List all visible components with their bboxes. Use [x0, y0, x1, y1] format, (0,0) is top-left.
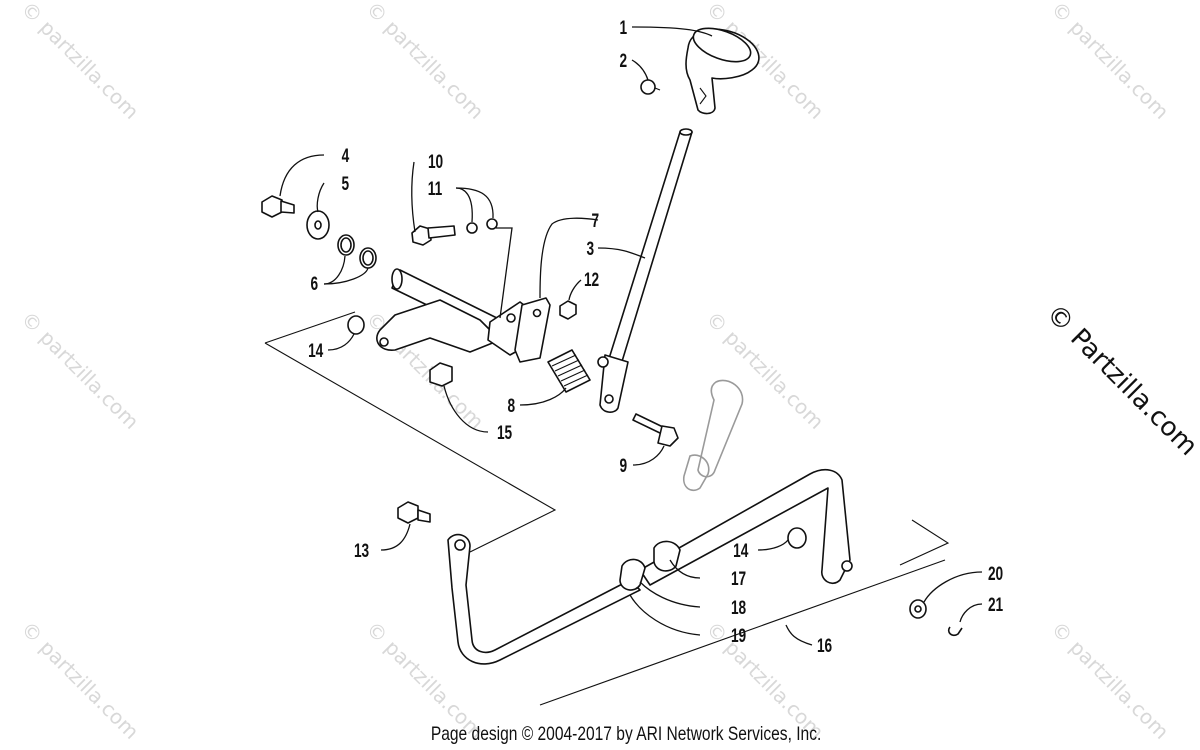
footer-copyright: Page design © 2004-2017 by ARI Network S…	[431, 723, 821, 745]
leader-lines	[279, 26, 983, 646]
callout-5: 5	[341, 173, 349, 195]
watermark-side: © Partzilla.com	[1040, 299, 1200, 462]
shift-lever-part	[597, 128, 693, 413]
callout-19: 19	[731, 625, 746, 647]
watermark: © partzilla.com	[701, 307, 828, 434]
watermark: © partzilla.com	[1046, 617, 1173, 744]
spring-part	[547, 349, 591, 393]
nut-part	[559, 300, 577, 320]
linkage-arm-ghost	[682, 379, 744, 492]
callout-15: 15	[497, 422, 512, 444]
bushing-part	[347, 315, 807, 549]
stud-bolt-part	[411, 225, 456, 246]
lock-nut-part	[429, 362, 453, 387]
small-washer-part	[466, 218, 498, 234]
washer-part	[306, 210, 330, 240]
callout-4: 4	[342, 145, 350, 167]
callout-3: 3	[586, 238, 594, 260]
watermark: © partzilla.com	[16, 0, 143, 124]
callout-21: 21	[988, 594, 1003, 616]
callout-10: 10	[428, 151, 443, 173]
knob-button-part	[640, 79, 661, 95]
watermark: © partzilla.com	[361, 0, 488, 124]
callout-2: 2	[619, 50, 627, 72]
bolt-part	[261, 195, 295, 218]
watermark: © partzilla.com	[1046, 0, 1173, 124]
callout-11: 11	[428, 178, 442, 200]
callout-14-lower: 14	[733, 540, 749, 562]
lever-bolt-part	[632, 413, 679, 447]
o-ring-part	[337, 234, 377, 269]
end-washer-part	[909, 599, 927, 619]
clip-part	[947, 626, 963, 637]
callout-6: 6	[310, 273, 318, 295]
shift-knob-part	[685, 27, 760, 115]
callout-16: 16	[817, 635, 832, 657]
callout-1: 1	[619, 17, 627, 39]
callout-9: 9	[619, 455, 627, 477]
watermark: © partzilla.com	[16, 617, 143, 744]
pivot-bracket-part	[376, 268, 551, 363]
callout-12: 12	[584, 269, 599, 291]
watermark: © partzilla.com	[16, 307, 143, 434]
callout-14-upper: 14	[308, 340, 324, 362]
callout-20: 20	[988, 563, 1003, 585]
callout-8: 8	[507, 395, 515, 417]
callout-13: 13	[354, 540, 369, 562]
shift-rod-part	[447, 468, 853, 665]
callout-7: 7	[591, 210, 599, 232]
flange-bolt-part	[397, 501, 431, 524]
callout-labels: 1 2 3 4 5 6 7 8 9 10 11 12 13 14 14 15 1…	[308, 17, 1003, 657]
callout-18: 18	[731, 597, 746, 619]
callout-17: 17	[731, 568, 746, 590]
